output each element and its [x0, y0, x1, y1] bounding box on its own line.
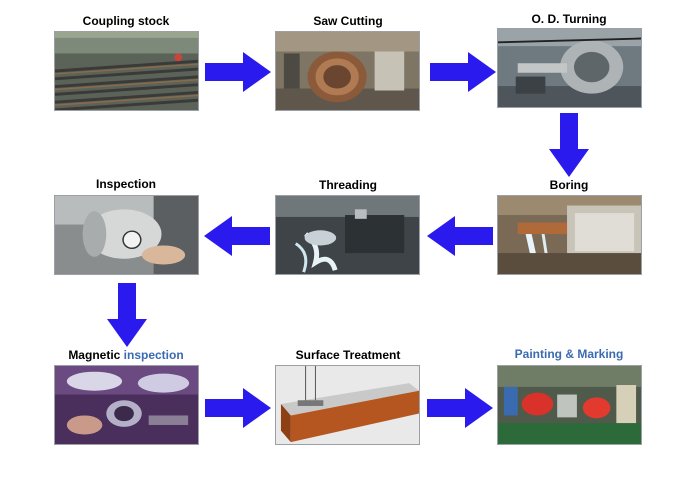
arrow-left-2 [427, 216, 493, 256]
step-label-surface-treatment: Surface Treatment [295, 348, 401, 362]
step-label-threading: Threading [318, 178, 377, 192]
photo-saw-cutting [275, 31, 420, 111]
arrow-down-1 [549, 113, 589, 177]
photo-inspection [54, 195, 199, 275]
step-label-boring: Boring [549, 178, 589, 192]
arrow-right-3 [205, 388, 271, 428]
magnetic-label-part2: inspection [123, 348, 184, 362]
step-label-painting-marking: Painting & Marking [514, 347, 624, 361]
photo-magnetic-inspection [54, 365, 199, 445]
step-label-coupling-stock: Coupling stock [82, 14, 170, 28]
arrow-right-1 [205, 52, 271, 92]
step-label-saw-cutting: Saw Cutting [313, 14, 383, 28]
photo-coupling-stock [54, 31, 199, 111]
step-label-inspection: Inspection [95, 177, 156, 191]
photo-surface-treatment [275, 365, 420, 445]
photo-painting-marking [497, 365, 642, 445]
arrow-right-2 [430, 52, 496, 92]
photo-threading [275, 195, 420, 275]
arrow-left-1 [204, 216, 270, 256]
step-label-od-turning: O. D. Turning [531, 12, 607, 26]
step-label-magnetic-inspection: Magnetic inspection [46, 348, 206, 362]
photo-od-turning [497, 28, 642, 108]
arrow-right-4 [427, 388, 493, 428]
arrow-down-2 [107, 283, 147, 347]
photo-boring [497, 195, 642, 275]
magnetic-label-part1: Magnetic [68, 348, 124, 362]
